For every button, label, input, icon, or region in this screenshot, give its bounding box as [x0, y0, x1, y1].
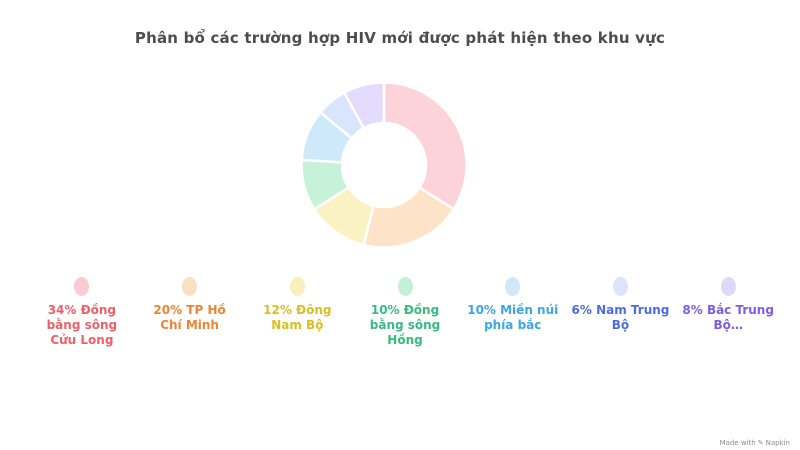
- legend-label: 10% Đồng bằng sông Hồng: [369, 303, 441, 347]
- legend-item-5[interactable]: 10% Miền núi phía bắc: [459, 277, 567, 333]
- legend-dot-icon: [397, 277, 413, 296]
- legend-label: 6% Nam Trung Bộ: [571, 303, 670, 332]
- donut-svg: [300, 81, 468, 249]
- legend-item-6[interactable]: 6% Nam Trung Bộ: [567, 277, 675, 333]
- legend-label: 10% Miền núi phía bắc: [467, 303, 559, 332]
- chart-title: Phân bổ các trường hợp HIV mới được phát…: [134, 29, 666, 47]
- donut-slice-7[interactable]: [343, 81, 386, 130]
- legend-item-1[interactable]: 34% Đồng bằng sông Cửu Long: [28, 277, 136, 348]
- watermark: Made with ✎ Napkin: [720, 439, 790, 447]
- legend-label: 8% Bắc Trung Bộ…: [682, 303, 774, 332]
- napkin-pen-icon: ✎: [757, 439, 764, 447]
- legend-dot-icon: [182, 277, 198, 296]
- legend-item-3[interactable]: 12% Đông Nam Bộ: [243, 277, 351, 333]
- legend: 34% Đồng bằng sông Cửu Long 20% TP Hồ Chí…: [28, 277, 782, 348]
- legend-dot-icon: [505, 277, 521, 296]
- legend-dot-icon: [720, 277, 736, 296]
- legend-dot-icon: [612, 277, 628, 296]
- legend-dot-icon: [74, 277, 90, 296]
- legend-label: 12% Đông Nam Bộ: [263, 303, 332, 332]
- legend-item-2[interactable]: 20% TP Hồ Chí Minh: [136, 277, 244, 333]
- legend-label: 20% TP Hồ Chí Minh: [153, 303, 226, 332]
- watermark-brand: Napkin: [765, 439, 790, 447]
- legend-item-7[interactable]: 8% Bắc Trung Bộ…: [674, 277, 782, 333]
- legend-dot-icon: [289, 277, 305, 296]
- legend-item-4[interactable]: 10% Đồng bằng sông Hồng: [351, 277, 459, 348]
- donut-slice-1[interactable]: [382, 81, 468, 211]
- legend-label: 34% Đồng bằng sông Cửu Long: [46, 303, 118, 347]
- donut-chart: [299, 80, 469, 250]
- watermark-prefix: Made with: [719, 439, 756, 447]
